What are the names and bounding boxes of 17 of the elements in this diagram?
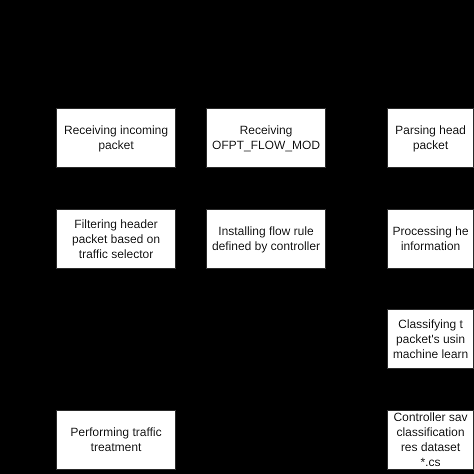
step-text: Receiving OFPT_FLOW_MOD xyxy=(211,123,321,153)
process-box xyxy=(387,309,474,369)
process-box xyxy=(387,209,474,269)
process-box xyxy=(206,209,326,269)
step-text: Parsing head packet xyxy=(394,123,467,153)
step-text: Installing flow rule defined by controller xyxy=(211,224,321,254)
step-text: Receiving incoming packet xyxy=(62,123,170,153)
step-text: Filtering header packet based on traffic selector xyxy=(70,216,162,262)
step-text: Classifying t packet's usin machine learn xyxy=(392,316,469,362)
process-box xyxy=(206,108,326,168)
process-box xyxy=(56,209,176,269)
process-box xyxy=(387,108,474,168)
process-box xyxy=(56,410,176,470)
step-text: Controller sav classification res dataset *.cs xyxy=(392,410,469,470)
step-text: Performing traffic treatment xyxy=(69,425,163,455)
step-text: Processing he information xyxy=(392,224,469,254)
process-box xyxy=(56,108,176,168)
